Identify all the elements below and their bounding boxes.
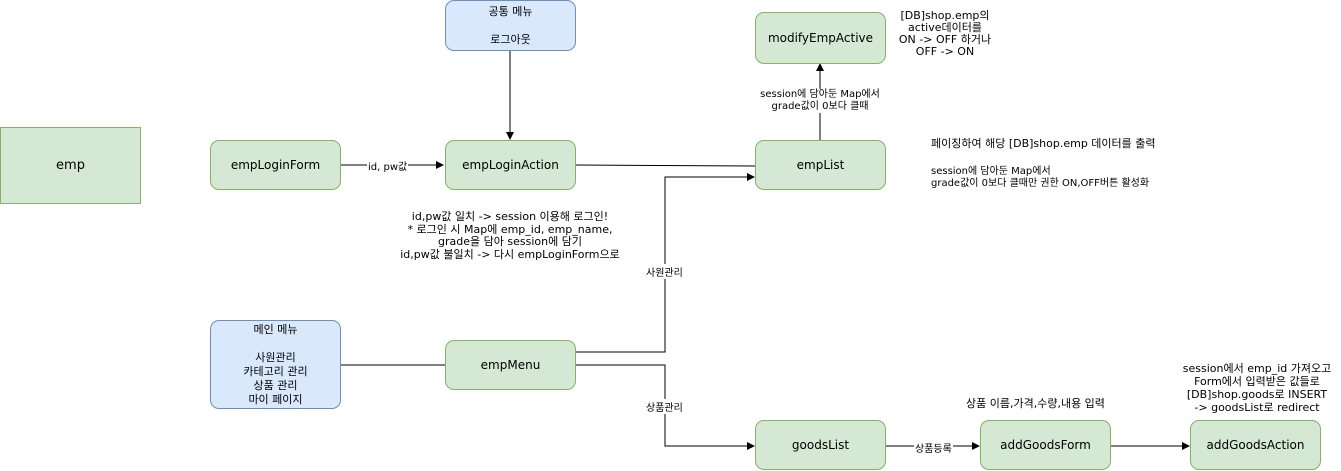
- edge-label-goods-register: 상품등록: [914, 440, 953, 455]
- main-menu-node: 메인 메뉴 사원관리 카테고리 관리 상품 관리 마이 페이지: [210, 320, 341, 409]
- edge-label-emp-manage: 사원관리: [645, 264, 684, 279]
- note-line: active데이터를: [908, 21, 982, 34]
- note-line: id,pw값 불일치 -> 다시 empLoginForm으로: [400, 247, 620, 261]
- common-menu-title: 공통 메뉴: [488, 5, 533, 18]
- edge-label-line: grade값이 0보다 클때: [771, 101, 869, 112]
- modify-note: [DB]shop.emp의 active데이터를 ON -> OFF 하거나 O…: [884, 10, 1006, 58]
- common-menu-item-logout: 로그아웃: [490, 33, 531, 46]
- note-line: grade을 담아 session에 담기: [438, 235, 582, 248]
- main-menu-item: 상품 관리: [253, 379, 298, 392]
- note-line: OFF -> ON: [915, 45, 975, 58]
- note-line: Form에서 입력받은 값들로: [1194, 375, 1320, 388]
- note-line: session에서 emp_id 가져오고: [1182, 362, 1332, 375]
- goods-list-node: goodsList: [755, 420, 886, 470]
- emp-menu-node: empMenu: [445, 340, 576, 390]
- add-goods-form-node: addGoodsForm: [980, 420, 1111, 470]
- emp-login-action-node: empLoginAction: [445, 140, 576, 190]
- main-menu-item: 사원관리: [255, 351, 296, 364]
- main-menu-item: 마이 페이지: [248, 393, 303, 406]
- note-line: ON -> OFF 하거나: [898, 33, 992, 46]
- common-menu-node: 공통 메뉴 로그아웃: [445, 0, 576, 51]
- note-line: [DB]shop.goods로 INSERT: [1186, 388, 1328, 401]
- main-menu-item: 카테고리 관리: [243, 365, 308, 378]
- list-note-permission: session에 담아둔 Map에서 grade값이 0보다 클때만 권한 ON…: [931, 166, 1149, 190]
- login-note: id,pw값 일치 -> session 이용해 로그인! * 로그인 시 Ma…: [385, 210, 635, 261]
- add-action-note: session에서 emp_id 가져오고 Form에서 입력받은 값들로 [D…: [1174, 362, 1340, 414]
- edge-label-line: session에 담아둔 Map에서: [760, 89, 880, 100]
- edge-action-to-emplist: [575, 164, 756, 167]
- add-goods-action-node: addGoodsAction: [1190, 420, 1321, 470]
- note-line: -> goodsList로 redirect: [1194, 401, 1320, 414]
- modify-emp-active-node: modifyEmpActive: [755, 12, 886, 64]
- edge-label-goods-manage: 상품관리: [645, 399, 684, 414]
- note-line: [DB]shop.emp의: [900, 9, 990, 22]
- emp-list-node: empList: [755, 140, 886, 190]
- edge-label-grade-check: session에 담아둔 Map에서 grade값이 0보다 클때: [752, 89, 888, 113]
- note-line: id,pw값 일치 -> session 이용해 로그인!: [411, 210, 609, 223]
- note-line: grade값이 0보다 클때만 권한 ON,OFF버튼 활성화: [931, 178, 1150, 189]
- main-menu-title: 메인 메뉴: [253, 323, 298, 336]
- emp-node: emp: [0, 127, 141, 204]
- add-form-note: 상품 이름,가격,수량,내용 입력: [966, 397, 1105, 410]
- note-line: session에 담아둔 Map에서: [931, 166, 1051, 177]
- emp-login-form-node: empLoginForm: [210, 140, 341, 190]
- edge-label-id-pw: id, pw값: [367, 158, 409, 173]
- list-note-paging: 페이징하여 해당 [DB]shop.emp 데이터를 출력: [931, 137, 1156, 150]
- note-line: * 로그인 시 Map에 emp_id, emp_name,: [407, 222, 613, 236]
